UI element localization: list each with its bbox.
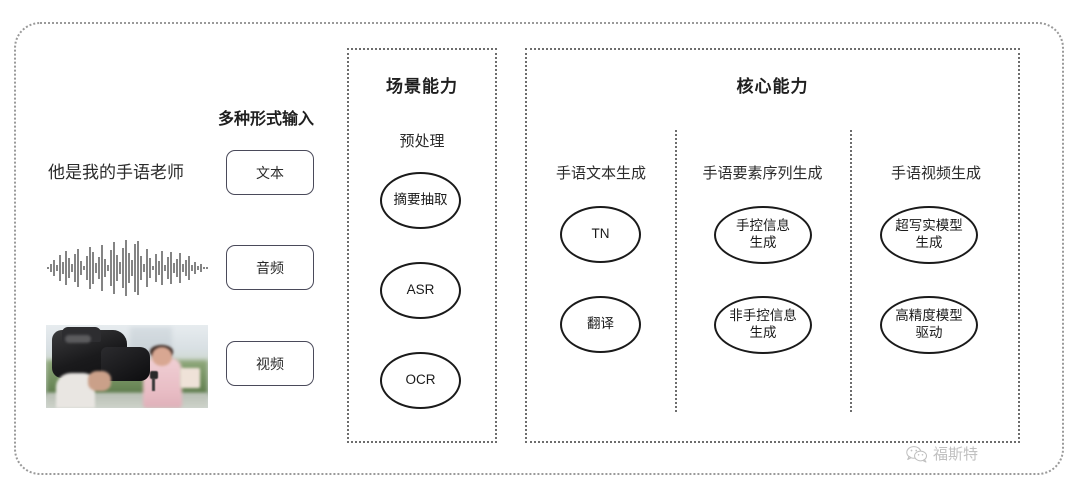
sample-input-text: 他是我的手语老师 <box>48 163 184 182</box>
core-node-high-precision-model-driving[interactable]: 高精度模型 驱动 <box>880 296 978 354</box>
core-node-non-manual-info-generation[interactable]: 非手控信息 生成 <box>714 296 812 354</box>
input-chip-text[interactable]: 文本 <box>226 150 314 195</box>
page-frame <box>14 22 1064 475</box>
core-node-non-manual-info-generation-line1: 非手控信息 <box>729 308 797 324</box>
audio-waveform-icon <box>47 240 208 296</box>
watermark: 福斯特 <box>906 443 978 464</box>
core-node-manual-info-generation[interactable]: 手控信息 生成 <box>714 206 812 264</box>
core-capability-panel: 核心能力 手语文本生成 TN 翻译 手语要素序列生成 手控信息 生成 非手控信息… <box>525 48 1020 443</box>
core-node-translation[interactable]: 翻译 <box>560 296 641 353</box>
core-node-non-manual-info-generation-line2: 生成 <box>749 325 777 340</box>
core-node-hyperrealistic-model-generation-line1: 超写实模型 <box>895 218 963 234</box>
core-column-heading-sign-video-generation: 手语视频生成 <box>890 165 981 182</box>
wechat-icon <box>906 445 928 463</box>
core-panel-title: 核心能力 <box>736 77 809 96</box>
scene-node-ocr[interactable]: OCR <box>380 352 461 409</box>
core-column-heading-sign-text-generation: 手语文本生成 <box>555 165 646 182</box>
core-node-hyperrealistic-model-generation[interactable]: 超写实模型 生成 <box>880 206 978 264</box>
core-column-divider-1 <box>675 130 677 412</box>
video-thumbnail <box>46 325 208 408</box>
core-column-heading-sign-element-sequence-generation: 手语要素序列生成 <box>702 165 823 182</box>
scene-node-asr[interactable]: ASR <box>380 262 461 319</box>
core-column-divider-2 <box>850 130 852 412</box>
scene-capability-panel: 场景能力 预处理 摘要抽取 ASR OCR <box>347 48 497 443</box>
core-node-high-precision-model-driving-line1: 高精度模型 <box>895 308 963 324</box>
scene-column-heading: 预处理 <box>399 133 445 150</box>
scene-panel-title: 场景能力 <box>386 77 458 96</box>
watermark-text: 福斯特 <box>933 446 979 463</box>
input-chip-video[interactable]: 视频 <box>226 341 314 386</box>
core-node-tn[interactable]: TN <box>560 206 641 263</box>
core-node-hyperrealistic-model-generation-line2: 生成 <box>915 235 943 250</box>
core-node-manual-info-generation-line1: 手控信息 <box>736 218 790 234</box>
core-node-manual-info-generation-line2: 生成 <box>749 235 777 250</box>
input-chip-audio[interactable]: 音频 <box>226 245 314 290</box>
scene-node-summary-extraction[interactable]: 摘要抽取 <box>380 172 461 229</box>
input-section-heading: 多种形式输入 <box>218 111 315 128</box>
core-node-high-precision-model-driving-line2: 驱动 <box>915 325 943 340</box>
